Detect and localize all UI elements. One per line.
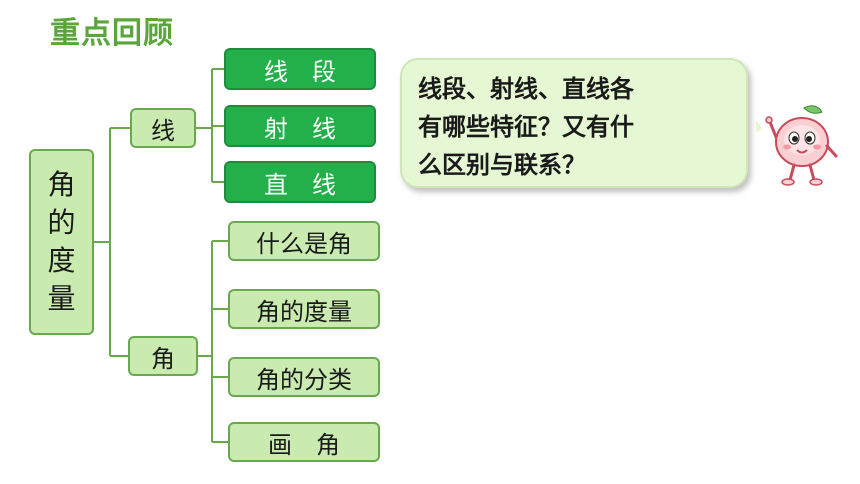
leaf-node-segment: 线 段	[224, 48, 376, 90]
leaf-node-ray: 射 线	[224, 105, 376, 147]
page-title: 重点回顾	[50, 16, 174, 51]
bubble-line: 线段、射线、直线各	[418, 75, 634, 103]
root-char: 角	[47, 168, 76, 201]
speech-bubble: 线段、射线、直线各 有哪些特征？又有什 么区别与联系？	[400, 58, 748, 188]
bubble-line: 么区别与联系？	[418, 151, 586, 179]
bubble-line: 有哪些特征？又有什	[418, 113, 634, 141]
leaf-node-angle-measure: 角的度量	[228, 289, 380, 329]
root-char: 量	[47, 282, 76, 315]
peach-mascot-icon	[756, 105, 838, 186]
leaf-node-angle-classification: 角的分类	[228, 357, 380, 397]
leaf-node-what-is-angle: 什么是角	[228, 221, 380, 261]
branch-node-line: 线	[130, 108, 196, 148]
branch-node-angle: 角	[128, 336, 198, 376]
leaf-node-draw-angle: 画 角	[228, 422, 380, 462]
root-char: 的	[47, 206, 76, 239]
root-node: 角 的 度 量	[29, 149, 94, 335]
root-char: 度	[47, 244, 76, 277]
leaf-node-straight-line: 直 线	[224, 161, 376, 203]
